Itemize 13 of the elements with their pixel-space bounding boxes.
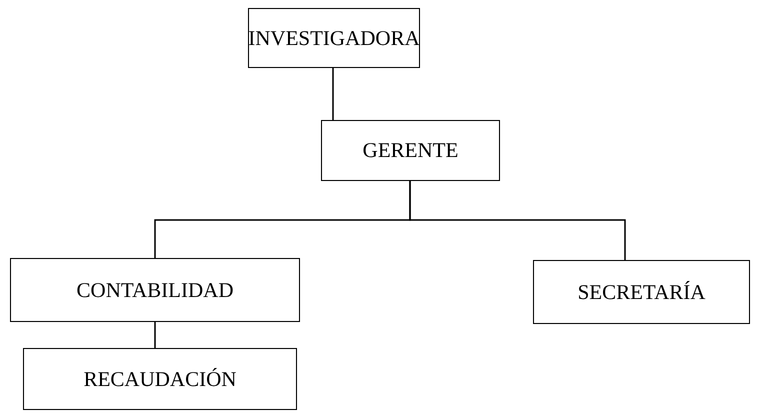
box-label: GERENTE: [362, 138, 458, 163]
org-box: [23, 348, 297, 410]
org-box: [10, 258, 300, 322]
org-box: [321, 120, 500, 181]
box-label: SECRETARÍA: [578, 280, 706, 304]
connector-line: [154, 322, 156, 348]
org-box: [248, 8, 420, 68]
box-label: CONTABILIDAD: [76, 278, 234, 302]
box-label: RECAUDACIÓN: [84, 366, 236, 392]
box-label: INVESTIGADORA: [248, 26, 420, 50]
org-box: [533, 260, 750, 324]
connector-line: [332, 68, 334, 120]
connector-line: [409, 181, 626, 260]
